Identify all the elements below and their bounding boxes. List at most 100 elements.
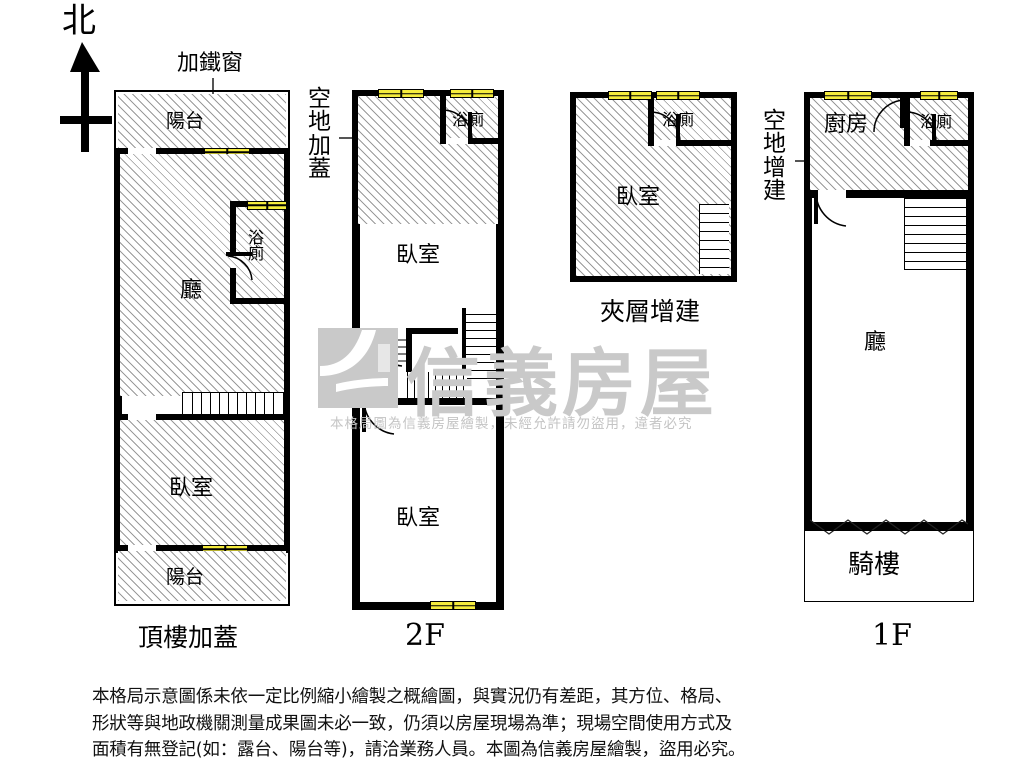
- room-label-bedroom-rooftop: 臥室: [169, 476, 214, 501]
- rooftop-door-gap-1: [126, 148, 156, 156]
- room-label-balcony-bottom: 陽台: [166, 566, 205, 588]
- arcade-zigzag: [809, 516, 969, 538]
- rooftop-wall-right: [282, 148, 290, 546]
- window-2f-left: [378, 89, 424, 98]
- rooftop-outline-left-top: [114, 90, 116, 150]
- f1-wall-right: [966, 92, 974, 530]
- rooftop-wall-balcony: [114, 148, 290, 156]
- floor-plan-mezzanine: 浴廁 臥室: [570, 91, 737, 282]
- caption-1f: 1F: [872, 618, 912, 653]
- f1-wall-front: [804, 522, 974, 530]
- f2-landing-wall-right: [406, 328, 412, 372]
- rooftop-bath-wall-bottom: [230, 298, 288, 304]
- mezz-bath-wall-bottom: [648, 140, 731, 146]
- stair-2f-landing: [366, 336, 408, 366]
- rooftop-outline-left-bottom: [114, 545, 116, 606]
- door-rooftop-bath: [226, 252, 260, 286]
- door-1f-bath: [906, 110, 944, 150]
- window-2f-bottom: [430, 601, 476, 610]
- callout-vacant-roof-leader: [339, 137, 361, 139]
- window-mezz-left: [608, 91, 652, 100]
- f2-bath-door-gap: [446, 138, 468, 144]
- floor-plan-rooftop: 陽台 廳 浴廁: [114, 90, 290, 608]
- room-label-bath-2f: 浴廁: [452, 110, 485, 129]
- f2-wall-top: [352, 90, 504, 98]
- stair-2f-right: [466, 308, 496, 382]
- stair-rooftop: [182, 392, 284, 416]
- room-label-arcade: 騎樓: [848, 550, 901, 580]
- window-1f-bath: [920, 91, 958, 100]
- window-mezz-right: [656, 91, 700, 100]
- f2-bath-wall-bottom: [440, 138, 498, 144]
- floor-plan-2f: 浴廁 臥室: [352, 89, 504, 610]
- f1-bath-wall-left: [904, 98, 910, 140]
- disclaimer-line-1: 本格局示意圖係未依一定比例縮小繪製之概繪圖，與實況仍有差距，其方位、格局、: [92, 687, 733, 707]
- f2-stair-wall-right: [462, 308, 467, 384]
- north-arrow: [58, 42, 118, 157]
- room-label-bath-mezz: 浴廁: [662, 110, 695, 129]
- room-label-living: 廳: [180, 278, 203, 303]
- disclaimer-line-3: 面積有無登記(如：露台、陽台等)，請洽業務人員。本圖為信義房屋繪製，盜用必究。: [92, 740, 746, 761]
- f1-bath-wall-bottom: [904, 140, 968, 146]
- rooftop-door-gap-2: [126, 414, 156, 422]
- room-label-bath-1f: 浴廁: [920, 112, 953, 131]
- mezz-wall-left: [570, 92, 578, 282]
- floor-plan-1f: 浴廁 廚房 廳: [804, 91, 974, 602]
- window-1f-kitchen: [824, 91, 872, 100]
- window-2f-right: [450, 89, 494, 98]
- mezz-bath-door-gap: [654, 140, 676, 146]
- callout-vacant-roof-label: 空地加蓋: [308, 86, 331, 183]
- mezz-wall-bottom: [570, 274, 737, 282]
- mezz-wall-right: [729, 92, 737, 282]
- room-label-bedroom-mezz: 臥室: [616, 185, 661, 210]
- rooftop-outline-right-top: [288, 90, 290, 150]
- door-mezz-bath: [650, 110, 688, 150]
- north-label: 北: [62, 1, 96, 41]
- window-rooftop-bath: [247, 200, 287, 210]
- mezz-wall-top: [570, 92, 737, 100]
- room-label-bedroom-2f-lower: 臥室: [396, 506, 441, 531]
- f1-door-gap-living: [816, 190, 846, 198]
- f1-wall-kitchen-living: [804, 190, 974, 198]
- rooftop-balcony-fill-top: [118, 94, 286, 148]
- disclaimer: 本格局示意圖係未依一定比例縮小繪製之概繪圖，與實況仍有差距，其方位、格局、 形狀…: [92, 684, 944, 764]
- f2-upper-fill: [358, 96, 498, 224]
- arcade-box: [804, 530, 974, 602]
- disclaimer-line-2: 形狀等與地政機關測量成果圖未必一致，仍須以房屋現場為準；現場空間使用方式及: [92, 713, 733, 734]
- f1-kitchen-fill: [810, 98, 968, 190]
- callout-iron-window-label: 加鐵窗: [177, 51, 244, 76]
- stair-1f: [904, 198, 966, 270]
- rooftop-bedroom-fill: [120, 420, 284, 548]
- f2-wall-lower: [352, 398, 504, 405]
- callout-vacant-ext-label: 空地增建: [763, 108, 786, 205]
- rooftop-outline-bottom: [114, 604, 290, 606]
- rooftop-door-gap-3: [126, 545, 156, 553]
- door-2f-bath: [442, 108, 480, 148]
- rooftop-wall-left: [114, 148, 122, 546]
- door-1f-living: [812, 190, 856, 234]
- f1-wall-left: [804, 92, 812, 530]
- rooftop-bath-wall-left2: [230, 268, 236, 304]
- f2-landing-wall-bottom: [406, 328, 458, 334]
- stair-2f-main: [407, 372, 467, 400]
- caption-mezzanine: 夾層增建: [600, 297, 701, 326]
- rooftop-living-fill: [120, 154, 284, 396]
- room-label-bath-rooftop: 浴廁: [248, 228, 265, 264]
- caption-2f: 2F: [405, 618, 445, 653]
- stair-mezz: [699, 204, 729, 274]
- door-1f-kitchen-entry: [866, 98, 908, 142]
- rooftop-balcony-fill-bottom: [118, 551, 286, 601]
- rooftop-bath-wall-left: [230, 201, 236, 256]
- room-label-balcony-top: 陽台: [166, 110, 205, 132]
- f2-wall-right: [496, 90, 504, 610]
- room-label-bedroom-2f-upper: 臥室: [396, 243, 441, 268]
- watermark-notice: 本格局圖為信義房屋繪製，未經允許請勿盜用，違者必究: [330, 416, 693, 432]
- f2-bath-wall-left: [440, 96, 446, 138]
- f1-bath-door-gap: [910, 140, 930, 146]
- room-label-living-1f: 廳: [864, 330, 887, 355]
- rooftop-outline-right-bottom: [288, 545, 290, 606]
- caption-rooftop: 頂樓加蓋: [138, 623, 239, 652]
- rooftop-outline-top: [114, 90, 290, 92]
- f1-wall-top: [804, 92, 974, 100]
